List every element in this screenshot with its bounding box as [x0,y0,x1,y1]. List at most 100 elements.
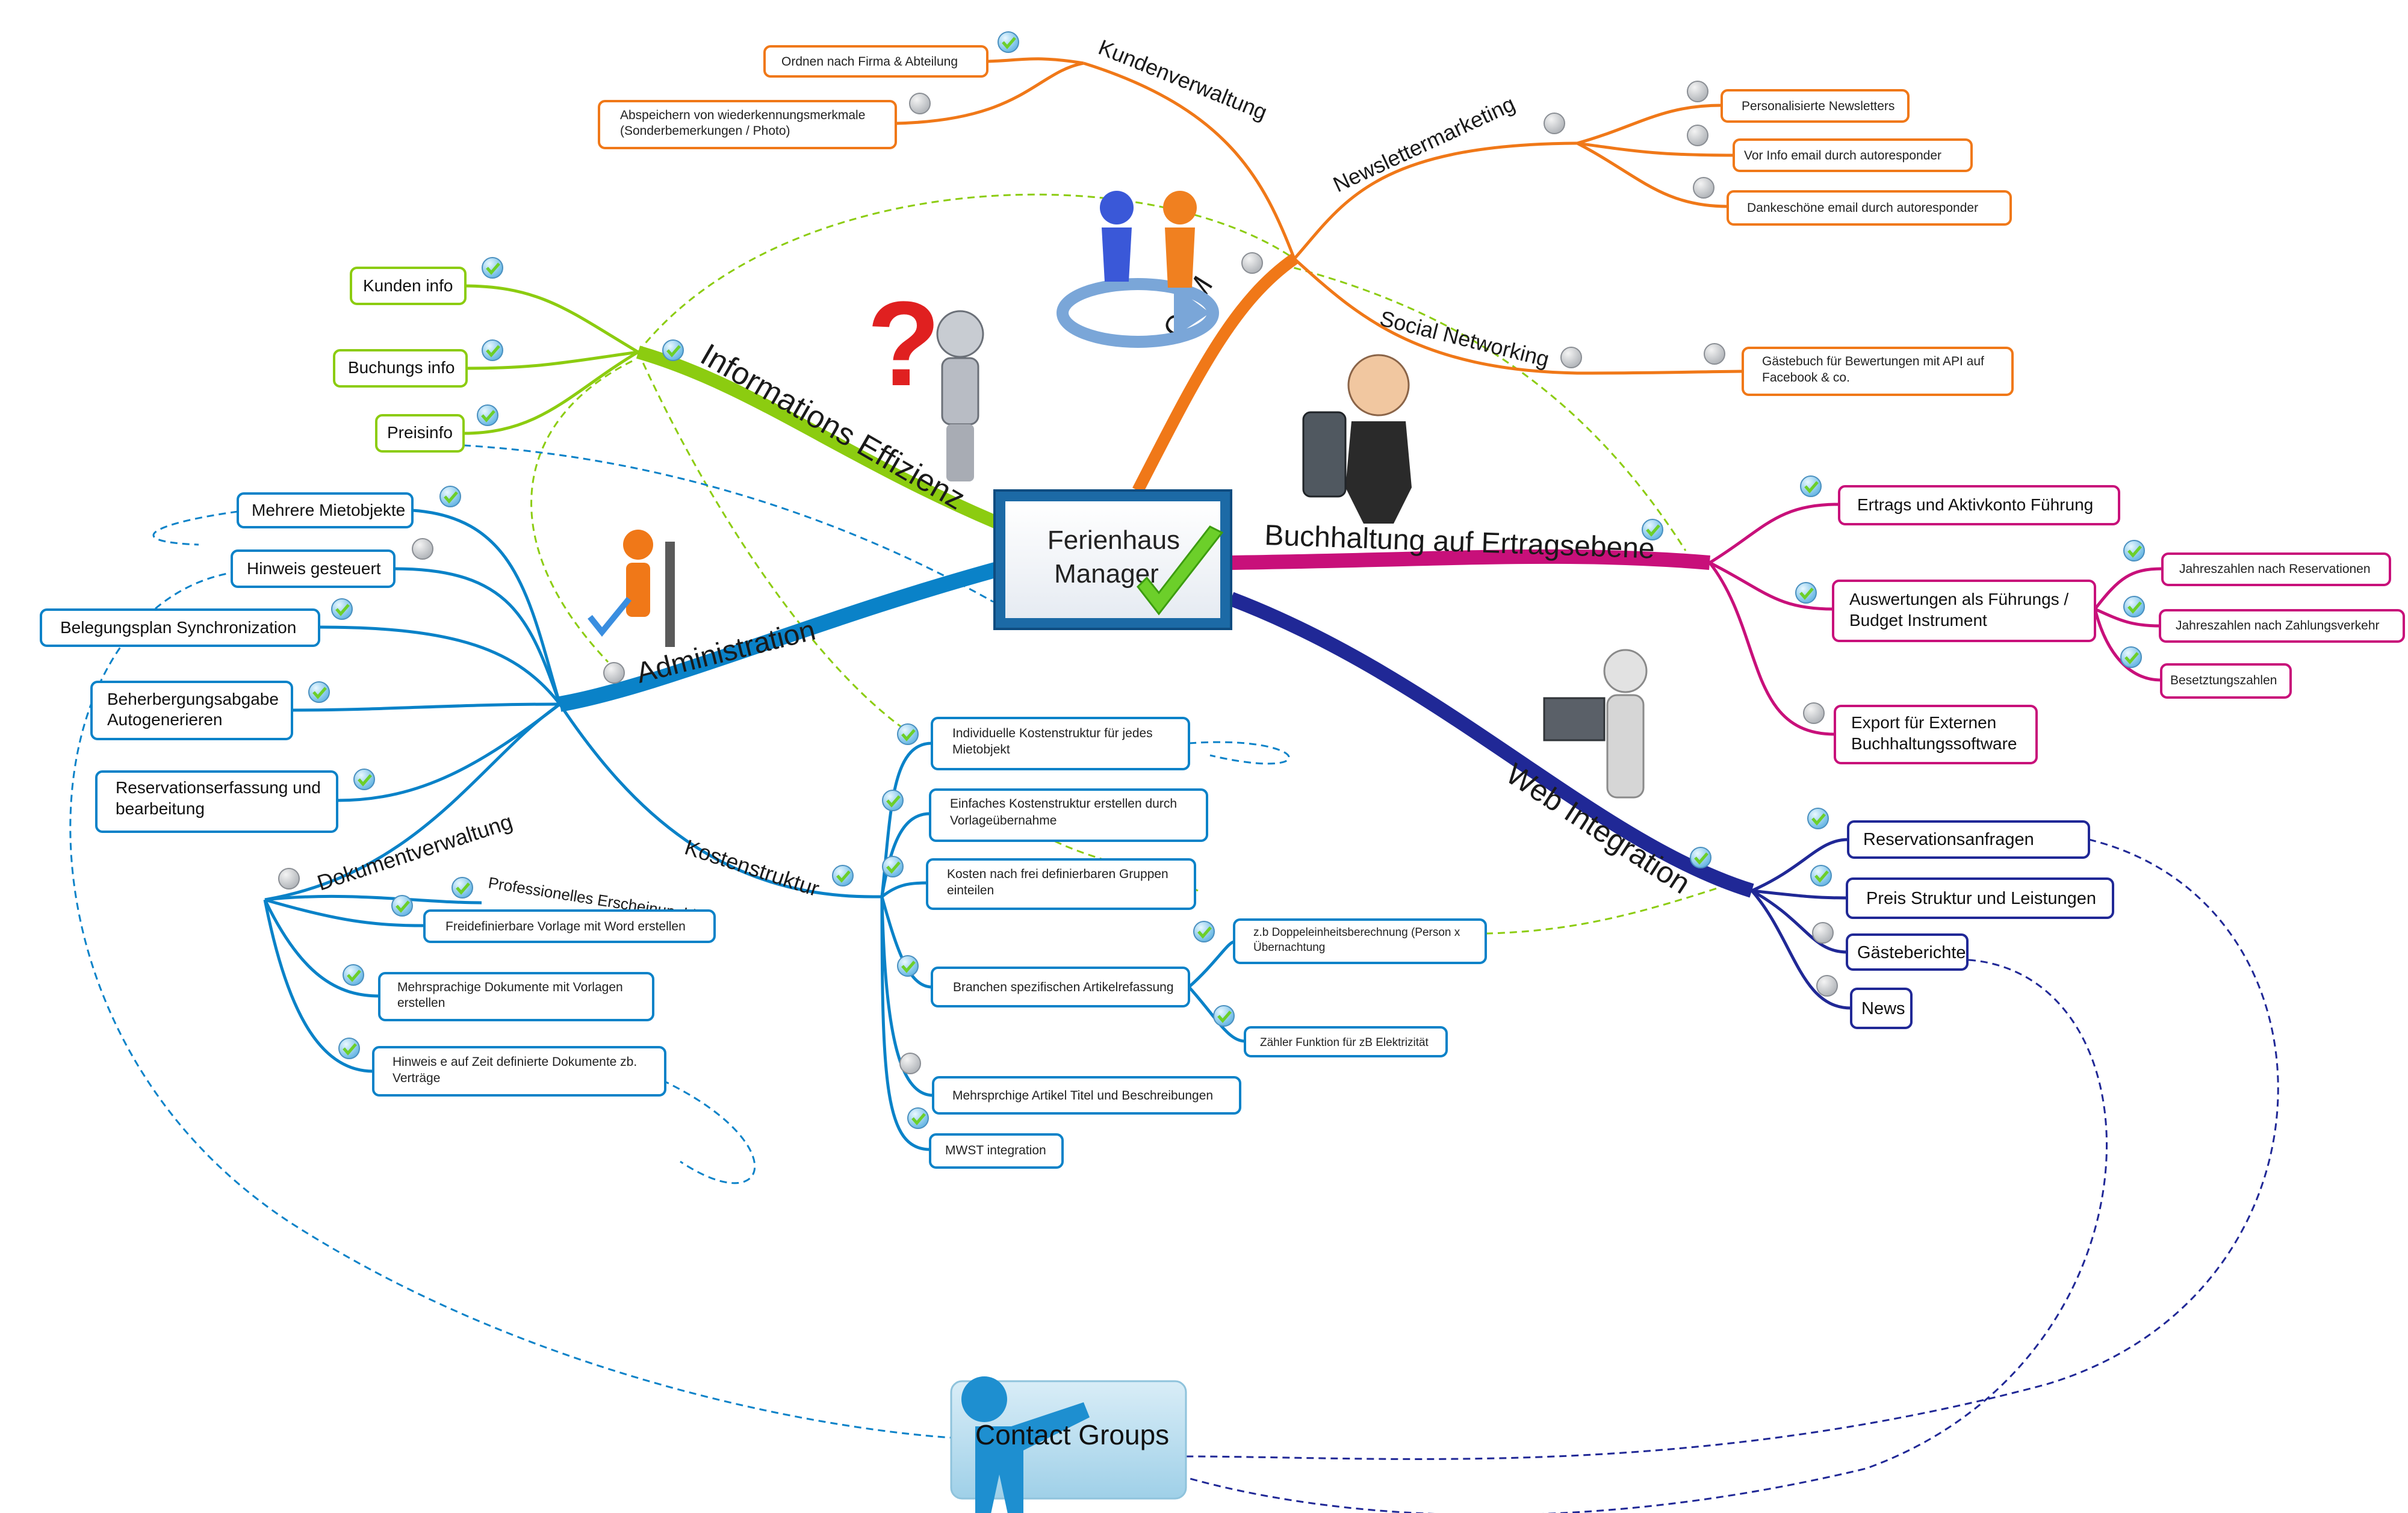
node-mehrere[interactable] [237,492,414,528]
admin-figure-body [626,563,650,617]
node-hinweis-gesteuert[interactable] [231,549,396,588]
node-gaestebuch[interactable] [1742,347,2014,396]
relation-mehrere-arc [152,510,238,546]
task-complete-icon [331,598,353,620]
link-abspeichern [895,61,1084,125]
node-branchen-text: Branchen spezifischen Artikelrefassung [953,980,1174,994]
central-check-icon [1137,525,1224,616]
relation-hinweis-contact [69,571,964,1440]
link-doppel [1188,940,1235,988]
task-complete-icon [1690,847,1711,868]
node-buchungs-info[interactable] [333,349,468,388]
node-kosten-gruppen-text-2: einteilen [947,883,994,897]
node-hinweis-gesteuert-text: Hinweis gesteuert [247,559,381,578]
node-zaehler[interactable] [1244,1026,1448,1057]
node-mehrsprachige-artikel-text: Mehrsprchige Artikel Titel und Beschreib… [952,1089,1213,1103]
link-belegungsplan [318,625,561,705]
task-complete-icon [308,681,330,703]
node-abspeichern-text-2: (Sonderbemerkungen / Photo) [620,124,790,138]
node-gaesteberichte[interactable] [1846,933,1969,971]
link-gaesteberichte [1751,889,1848,954]
node-dankeschoene[interactable] [1727,190,2012,226]
link-news [1751,890,1852,1010]
node-vor-info[interactable] [1733,138,1973,172]
node-branchen[interactable] [931,967,1190,1007]
relation-web-contact-1 [1185,838,2279,1460]
node-preis-struktur[interactable] [1846,877,2114,919]
branch-dokument-line [264,702,561,902]
central-topic[interactable]: Ferienhaus Manager [993,489,1232,630]
node-reservationserfassung[interactable] [95,770,338,833]
node-reservationsanfragen-text: Reservationsanfragen [1863,830,2034,849]
task-pending-icon [899,1053,921,1074]
task-pending-icon [278,868,300,890]
crm-person-blue-body [1102,227,1132,282]
node-beherbergung[interactable] [90,681,293,740]
node-mwst[interactable] [929,1133,1064,1169]
node-hinweis-zeit[interactable] [372,1046,666,1097]
node-preisinfo[interactable] [375,414,465,453]
task-pending-icon [1704,343,1725,365]
contact-person-icon [957,1402,1090,1513]
node-kunden-info[interactable] [350,267,467,305]
node-doppel-text-2: Übernachtung [1253,941,1325,954]
node-belegungsplan[interactable] [40,608,320,647]
link-reservationsanfragen [1751,838,1849,893]
node-gaestebuch-text-2: Facebook & co. [1762,371,1850,385]
link-preisinfo [463,350,639,435]
central-title-line1: Ferienhaus [1047,525,1180,555]
node-news[interactable] [1850,988,1913,1029]
task-complete-icon [882,856,904,877]
node-individuelle-text-1: Individuelle Kostenstruktur für jedes [952,726,1153,740]
node-einfaches[interactable] [929,788,1208,842]
node-mehrsprachige-artikel[interactable] [932,1076,1241,1115]
node-export[interactable] [1834,705,2038,764]
task-complete-icon [1810,865,1832,886]
node-jahres-res[interactable] [2161,552,2391,586]
node-ertrags[interactable] [1838,485,2120,525]
label-kosten: Kostenstruktur [682,835,822,902]
laptop-figure-illustration [1543,649,1648,799]
task-complete-icon [2123,540,2145,562]
node-freidefinierbare[interactable] [423,909,716,943]
node-mehrsprachige-dok[interactable] [378,972,654,1021]
relation-info-kosten [637,351,904,729]
node-jahres-zahl[interactable] [2159,609,2405,643]
node-jahres-zahl-text: Jahreszahlen nach Zahlungsverkehr [2176,619,2380,633]
node-besetzung[interactable] [2160,663,2292,699]
laptop-icon [1543,697,1606,741]
node-auswertungen[interactable] [1832,580,2096,642]
pen-icon [665,542,675,647]
task-complete-icon [391,895,413,917]
node-mehrere-text: Mehrere Mietobjekte [252,501,405,519]
node-beherbergung-text-1: Beherbergungsabgabe [107,690,279,708]
node-freidefinierbare-text: Freidefinierbare Vorlage mit Word erstel… [445,920,686,933]
branch-admin-line [558,561,1002,712]
task-pending-icon [1803,702,1825,724]
task-pending-icon [603,662,625,684]
node-mehrsprachige-dok-text-1: Mehrsprachige Dokumente mit Vorlagen [397,980,623,994]
contact-groups[interactable]: Contact Groups [950,1376,1187,1513]
node-reservationsanfragen[interactable] [1847,820,2090,859]
node-ertrags-text: Ertrags und Aktivkonto Führung [1857,495,2093,514]
node-personalisierte[interactable] [1721,89,1910,123]
link-hinweis-zeit [263,899,374,1073]
node-kosten-gruppen[interactable] [926,858,1196,910]
node-besetzung-text: Besetztungszahlen [2170,673,2277,687]
robot-body [941,357,979,425]
node-ordnen[interactable] [763,45,988,78]
link-besetzung [2093,608,2162,682]
link-hinweis-gesteuert [394,567,562,705]
node-individuelle[interactable] [931,717,1190,770]
node-einfaches-text-2: Vorlageübernahme [950,814,1057,828]
node-individuelle-text-2: Mietobjekt [952,743,1010,756]
task-complete-icon [1800,475,1822,497]
link-mehrsprachige-dok [263,899,380,998]
link-jahres-zahl [2094,607,2161,628]
link-ertrags [1708,503,1840,565]
node-doppel[interactable] [1233,918,1487,964]
branch-info-line [636,345,1002,530]
link-jahres-res [2094,567,2163,610]
link-kosten-gruppen [881,881,928,898]
node-abspeichern[interactable] [598,100,897,149]
